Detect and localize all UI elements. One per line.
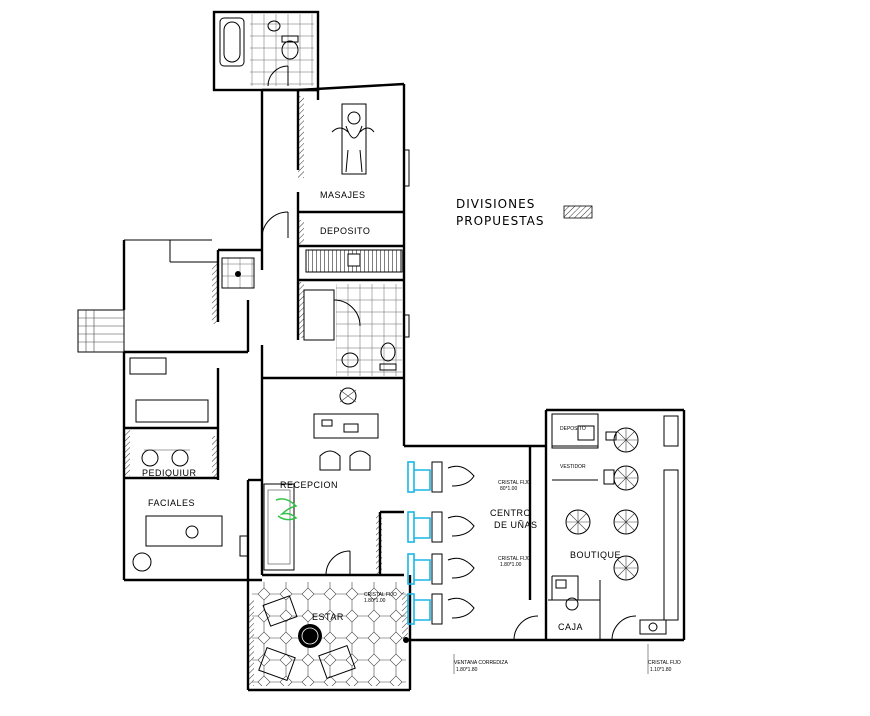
label-pediquiur: PEDIQUIUR — [142, 468, 197, 478]
label-recepcion: RECEPCION — [280, 480, 338, 490]
room-boutique: DEPOSITO VESTIDOR BOUTIQUE CAJA CRISTAL … — [551, 425, 681, 674]
label-deposito: DEPOSITO — [320, 226, 370, 236]
room-pediquiur: PEDIQUIUR — [141, 449, 197, 478]
legend-line1: DIVISIONES — [456, 197, 535, 211]
middle-bathroom — [303, 284, 402, 376]
note-cristal-2-dim: 80*1.00 — [500, 486, 517, 492]
sink-icon — [267, 20, 281, 32]
room-deposito: DEPOSITO — [261, 211, 403, 273]
outer-walls — [77, 82, 686, 692]
room-centro-unas: CRISTAL FIJO 80*1.00 CENTRO DE UÑAS CRIS… — [407, 461, 539, 674]
round-table — [298, 624, 322, 648]
bathtub-icon — [219, 17, 245, 67]
massage-table — [341, 103, 367, 175]
legend-hatch-swatch — [563, 205, 593, 219]
note-ventana: VENTANA CORREDIZA — [454, 660, 508, 666]
room-estar: ESTAR CRISTAL FIJO 1.80*1.00 — [258, 592, 409, 682]
label-deposito-small: DEPOSITO — [560, 426, 586, 432]
legend: DIVISIONES PROPUESTAS — [456, 197, 593, 228]
note-cristal-2: CRISTAL FIJO — [498, 480, 531, 486]
top-bathroom — [212, 10, 320, 92]
proposed-divisions — [124, 96, 408, 686]
room-masajes: MASAJES — [320, 103, 375, 200]
label-centro-line2: DE UÑAS — [494, 520, 538, 530]
note-cristal-4-dim: 1.10*1.80 — [650, 667, 672, 673]
sink-icon — [341, 352, 359, 368]
note-ventana-dim: 1.80*1.80 — [456, 667, 478, 673]
toilet-icon — [281, 40, 299, 60]
room-cabinets — [129, 357, 209, 423]
label-vestidor: VESTIDOR — [560, 464, 586, 470]
label-faciales: FACIALES — [148, 498, 195, 508]
facial-bed — [145, 515, 223, 547]
label-masajes: MASAJES — [320, 190, 366, 200]
room-recepcion: RECEPCION — [263, 387, 379, 576]
label-boutique: BOUTIQUE — [570, 550, 621, 560]
room-faciales: FACIALES — [132, 498, 249, 572]
reception-desk — [313, 413, 379, 439]
label-centro-line1: CENTRO — [490, 508, 531, 518]
note-cristal-3-dim: 1.80*1.00 — [500, 562, 522, 568]
label-caja: CAJA — [558, 622, 583, 632]
note-cristal-1-dim: 1.80*1.00 — [364, 598, 386, 604]
note-cristal-4: CRISTAL FIJO — [648, 660, 681, 666]
nail-station-chair — [414, 469, 431, 491]
clothes-rack-icon — [565, 427, 639, 581]
sofa — [263, 483, 295, 571]
cashier-counter — [551, 575, 579, 600]
sink-icon — [639, 619, 667, 635]
label-estar: ESTAR — [312, 612, 344, 622]
note-cristal-3: CRISTAL FIJO — [498, 556, 531, 562]
stairs — [77, 309, 125, 353]
toilet-icon — [380, 342, 396, 362]
note-cristal-1: CRISTAL FIJO — [364, 592, 397, 598]
plant-icon — [275, 498, 298, 521]
legend-line2: PROPUESTAS — [456, 214, 544, 228]
